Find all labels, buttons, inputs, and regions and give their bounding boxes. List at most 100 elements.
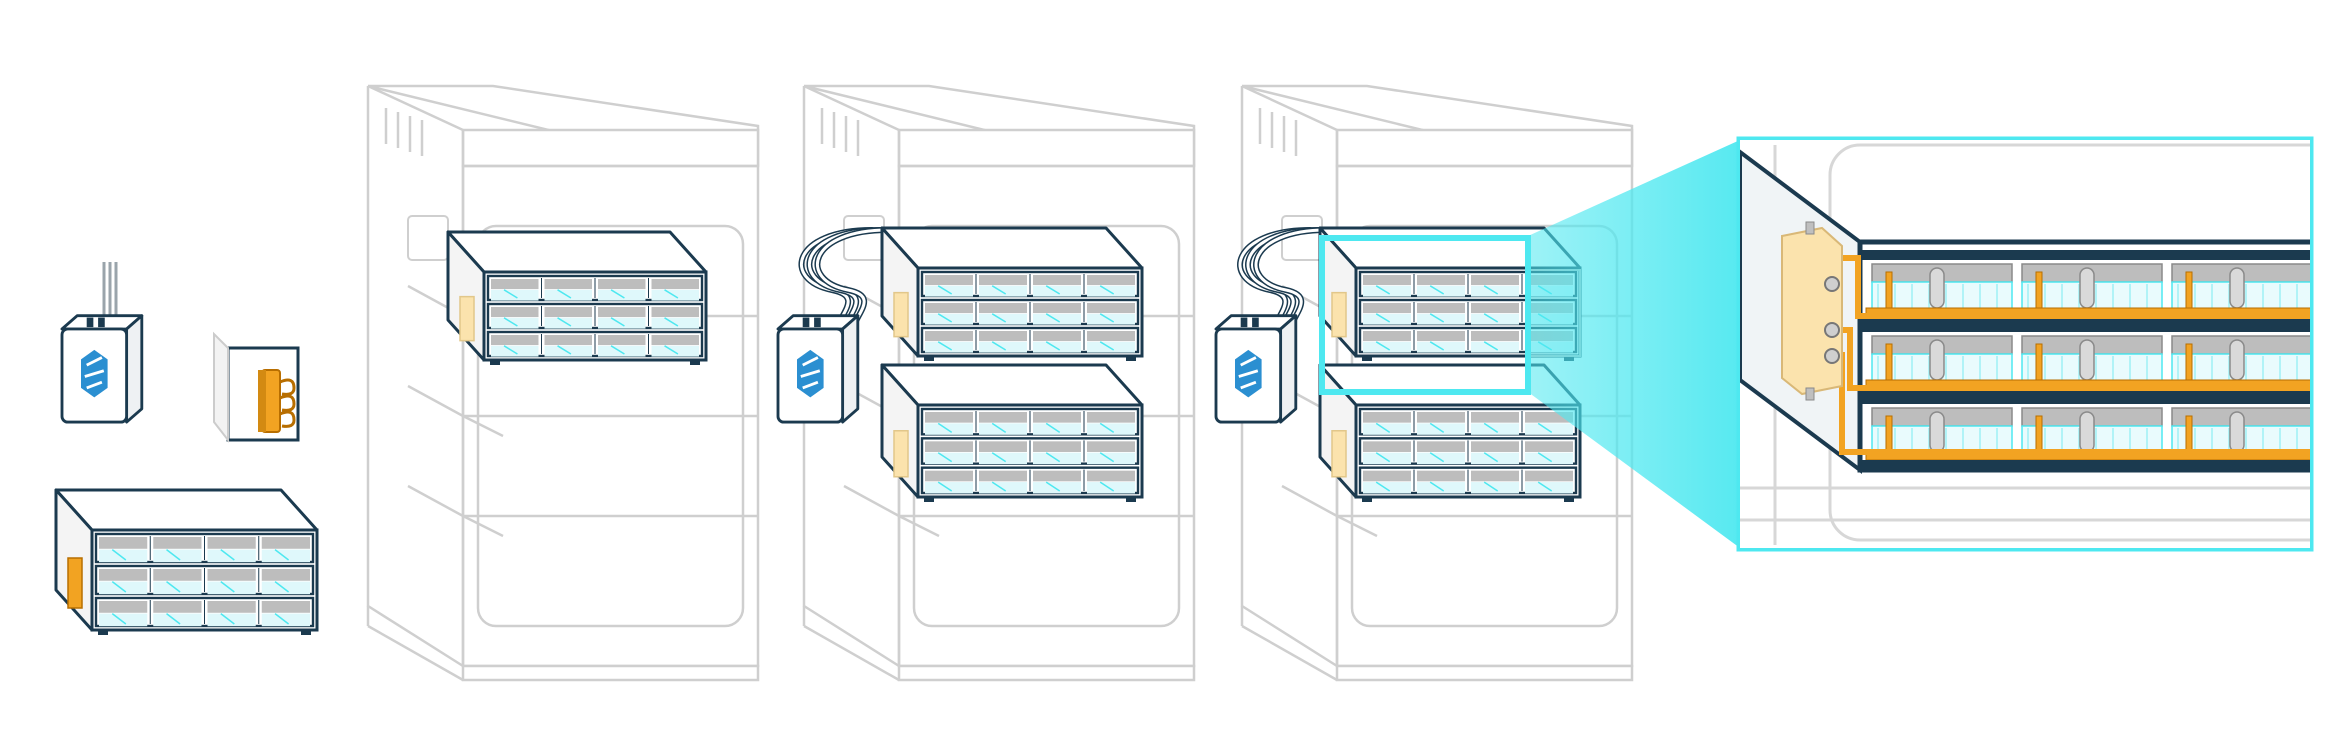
rack-shelf: [408, 386, 758, 416]
drive-bay: [99, 569, 147, 581]
drive-bay: [1471, 441, 1519, 452]
drive-bay-lower: [652, 346, 700, 357]
drive-bay: [1363, 303, 1411, 313]
drive-bay: [1087, 441, 1135, 452]
drive-bay: [1525, 471, 1573, 482]
server-foot: [1564, 497, 1574, 502]
cdu-port: [814, 318, 821, 328]
drive-bay-lower: [1471, 482, 1519, 493]
zoom-drive-handle: [1930, 268, 1944, 308]
drive-bay-lower: [1363, 286, 1411, 297]
drive-bay-lower: [1087, 482, 1135, 493]
drive-bay: [262, 601, 310, 613]
zoom-drive-handle: [2230, 412, 2244, 452]
drive-bay: [1033, 441, 1081, 452]
drive-bay: [598, 335, 646, 345]
server-in-rack: [448, 232, 706, 365]
heat-exchanger-tab: [894, 293, 908, 337]
drive-bay-lower: [1033, 314, 1081, 325]
drive-bay: [153, 537, 201, 549]
drive-bay: [153, 569, 201, 581]
heat-exchanger-tab: [68, 558, 82, 608]
drive-bay: [1471, 412, 1519, 423]
drive-bay-lower: [1417, 482, 1465, 493]
drive-bay-lower: [1033, 342, 1081, 353]
drive-bay-lower: [925, 482, 973, 493]
heat-module-side: [214, 334, 228, 440]
drive-bay: [1087, 412, 1135, 423]
drive-bay-lower: [598, 318, 646, 329]
drive-bay-lower: [1417, 453, 1465, 464]
zoom-row-rail: [1860, 394, 2320, 404]
rack-top-front: [463, 130, 758, 166]
cdu-port: [87, 318, 94, 328]
drive-bay-lower: [99, 550, 147, 563]
drive-bay: [1033, 331, 1081, 341]
drive-bay-lower: [1033, 286, 1081, 297]
drive-bay-lower: [491, 290, 539, 301]
drive-bay-lower: [1525, 482, 1573, 493]
drive-bay-lower: [979, 314, 1027, 325]
rack-shelf-edge: [1337, 516, 1377, 536]
server-foot: [1126, 356, 1136, 361]
drive-bay-lower: [99, 614, 147, 627]
heat-exchanger-tab: [1332, 293, 1346, 337]
heat-exchanger-tab: [894, 431, 908, 477]
drive-bay-lower: [979, 342, 1027, 353]
zoom-row-rail: [1860, 322, 2320, 332]
drive-bay: [979, 471, 1027, 482]
drive-bay-lower: [1087, 314, 1135, 325]
rack-base-edge: [1242, 626, 1337, 680]
drive-bay-lower: [1087, 342, 1135, 353]
drive-bay: [1087, 275, 1135, 285]
drive-bay: [1087, 471, 1135, 482]
zoom-drive-handle: [1930, 412, 1944, 452]
manifold-valve: [1806, 388, 1814, 400]
zoom-drive-handle: [2230, 268, 2244, 308]
drive-bay: [491, 279, 539, 289]
drive-bay: [925, 412, 973, 423]
drive-bay: [1417, 471, 1465, 482]
coolant-manifold: [1782, 228, 1842, 394]
drive-bay: [208, 537, 256, 549]
drive-bay-lower: [979, 286, 1027, 297]
drive-bay: [262, 569, 310, 581]
drive-bay-lower: [925, 286, 973, 297]
drive-bay-lower: [979, 423, 1027, 434]
drive-bay: [1471, 331, 1519, 341]
drive-bay-lower: [208, 582, 256, 595]
drive-bay-lower: [1471, 342, 1519, 353]
rack-handle: [844, 216, 884, 260]
drive-bay-lower: [545, 318, 593, 329]
drive-bay-lower: [1363, 453, 1411, 464]
server-top: [56, 490, 317, 530]
drive-bay-lower: [1033, 423, 1081, 434]
rack-base-edge: [804, 626, 899, 680]
drive-bay-lower: [1363, 342, 1411, 353]
drive-bay: [1363, 412, 1411, 423]
zoom-drive-handle: [2230, 340, 2244, 380]
drive-bay: [1417, 275, 1465, 285]
drive-bay-lower: [545, 346, 593, 357]
drive-bay: [1471, 471, 1519, 482]
rack-base-edge: [368, 626, 463, 680]
drive-bay-lower: [652, 318, 700, 329]
drive-bay: [491, 335, 539, 345]
drive-bay-lower: [1471, 423, 1519, 434]
server-in-rack: [882, 365, 1142, 502]
drive-bay: [208, 601, 256, 613]
drive-bay-lower: [153, 614, 201, 627]
drive-bay-lower: [1471, 453, 1519, 464]
drive-bay-lower: [208, 614, 256, 627]
cdu-port: [98, 318, 105, 328]
drive-bay: [652, 307, 700, 317]
rack-base: [899, 666, 1194, 680]
drive-bay-lower: [925, 423, 973, 434]
drive-bay-lower: [925, 314, 973, 325]
manifold-valve: [1806, 222, 1814, 234]
drive-bay: [1525, 441, 1573, 452]
drive-bay: [979, 331, 1027, 341]
drive-bay: [1417, 412, 1465, 423]
